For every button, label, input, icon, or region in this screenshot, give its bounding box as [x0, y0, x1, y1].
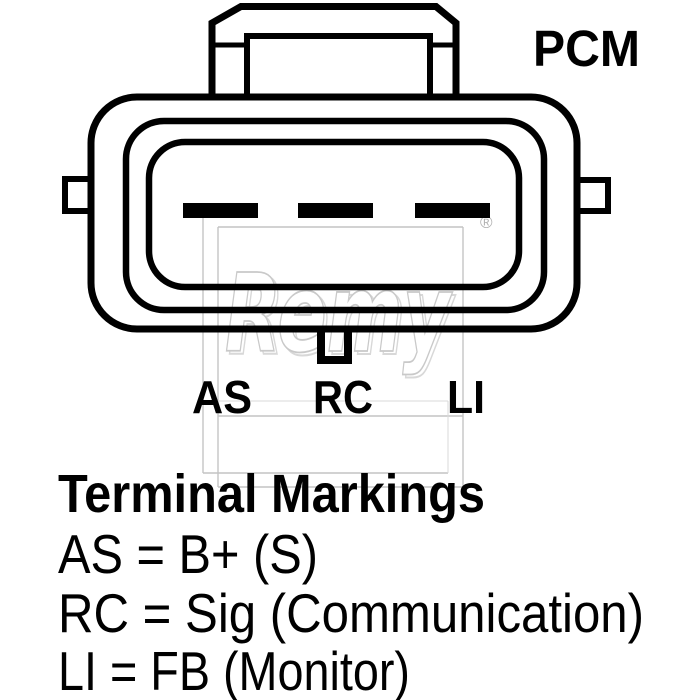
legend: Terminal Markings AS = B+ (S) RC = Sig (…	[58, 464, 644, 700]
latch-outer-outline	[208, 3, 460, 100]
terminal-slot-rc	[298, 203, 373, 218]
legend-line-rc: RC = Sig (Communication)	[58, 582, 644, 644]
terminal-slots	[183, 203, 490, 218]
terminal-slot-as	[183, 203, 258, 218]
legend-title: Terminal Markings	[58, 464, 485, 524]
left-side-tab	[62, 176, 91, 214]
connector-name-label: PCM	[533, 20, 640, 77]
socket-inner-outline	[145, 138, 523, 291]
legend-line-as: AS = B+ (S)	[58, 523, 318, 585]
bottom-index-tab	[317, 329, 352, 364]
connector-drawing	[62, 3, 611, 364]
latch-tab	[208, 3, 460, 100]
terminal-label-as: AS	[192, 371, 252, 423]
legend-line-li: LI = FB (Monitor)	[58, 640, 410, 700]
terminal-label-li: LI	[447, 371, 485, 423]
right-side-tab	[577, 177, 611, 214]
terminal-label-rc: RC	[313, 371, 373, 423]
housing-middle-outline	[122, 117, 548, 314]
watermark-frame-shadow-lines	[203, 400, 449, 473]
terminal-slot-li	[415, 203, 490, 218]
latch-inner-outline	[244, 33, 433, 100]
watermark-frame-lines	[202, 217, 464, 488]
labels: PCM AS RC LI	[192, 20, 640, 423]
